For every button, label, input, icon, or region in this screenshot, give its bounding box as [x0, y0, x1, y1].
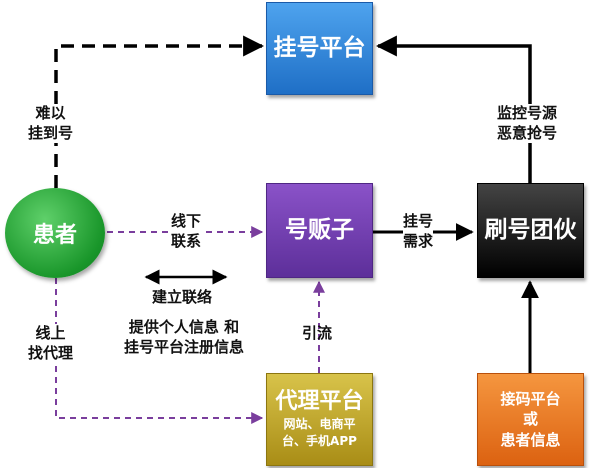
- node-agent-platform-title: 代理平台: [275, 389, 364, 415]
- node-scalper-label: 号贩子: [285, 216, 354, 243]
- node-registration-platform-label: 挂号平台: [273, 34, 366, 61]
- label-offline-contact: 线下 联系: [171, 212, 202, 251]
- label-hard-to-register: 难以 挂到号: [28, 104, 74, 143]
- node-agent-platform: 代理平台 网站、电商平 台、手机APP: [266, 373, 373, 466]
- node-scalper-gang: 刷号团伙: [477, 183, 584, 278]
- label-establish-contact: 建立联络: [152, 288, 213, 306]
- node-patient: 患者: [5, 188, 105, 278]
- label-online-agent: 线上 找代理: [28, 324, 74, 363]
- label-provide-info: 提供个人信息 和 挂号平台注册信息: [124, 318, 245, 356]
- edge-patient-to-platform: [54, 35, 265, 188]
- node-scalper: 号贩子: [266, 183, 373, 278]
- node-scalper-gang-label: 刷号团伙: [484, 216, 577, 243]
- label-registration-demand: 挂号 需求: [403, 212, 434, 251]
- node-agent-platform-subtitle-1: 网站、电商平: [283, 416, 356, 431]
- node-code-platform-line1: 接码平台: [500, 390, 561, 409]
- node-code-platform-line2: 或: [522, 410, 538, 429]
- node-patient-label: 患者: [32, 223, 77, 248]
- label-monitor-grab: 监控号源 恶意抢号: [497, 104, 558, 143]
- label-traffic-diversion: 引流: [302, 324, 333, 342]
- node-registration-platform: 挂号平台: [266, 2, 373, 95]
- node-agent-platform-subtitle-2: 台、手机APP: [282, 433, 357, 448]
- node-code-platform-line3: 患者信息: [500, 430, 561, 449]
- node-code-platform: 接码平台 或 患者信息: [477, 373, 584, 466]
